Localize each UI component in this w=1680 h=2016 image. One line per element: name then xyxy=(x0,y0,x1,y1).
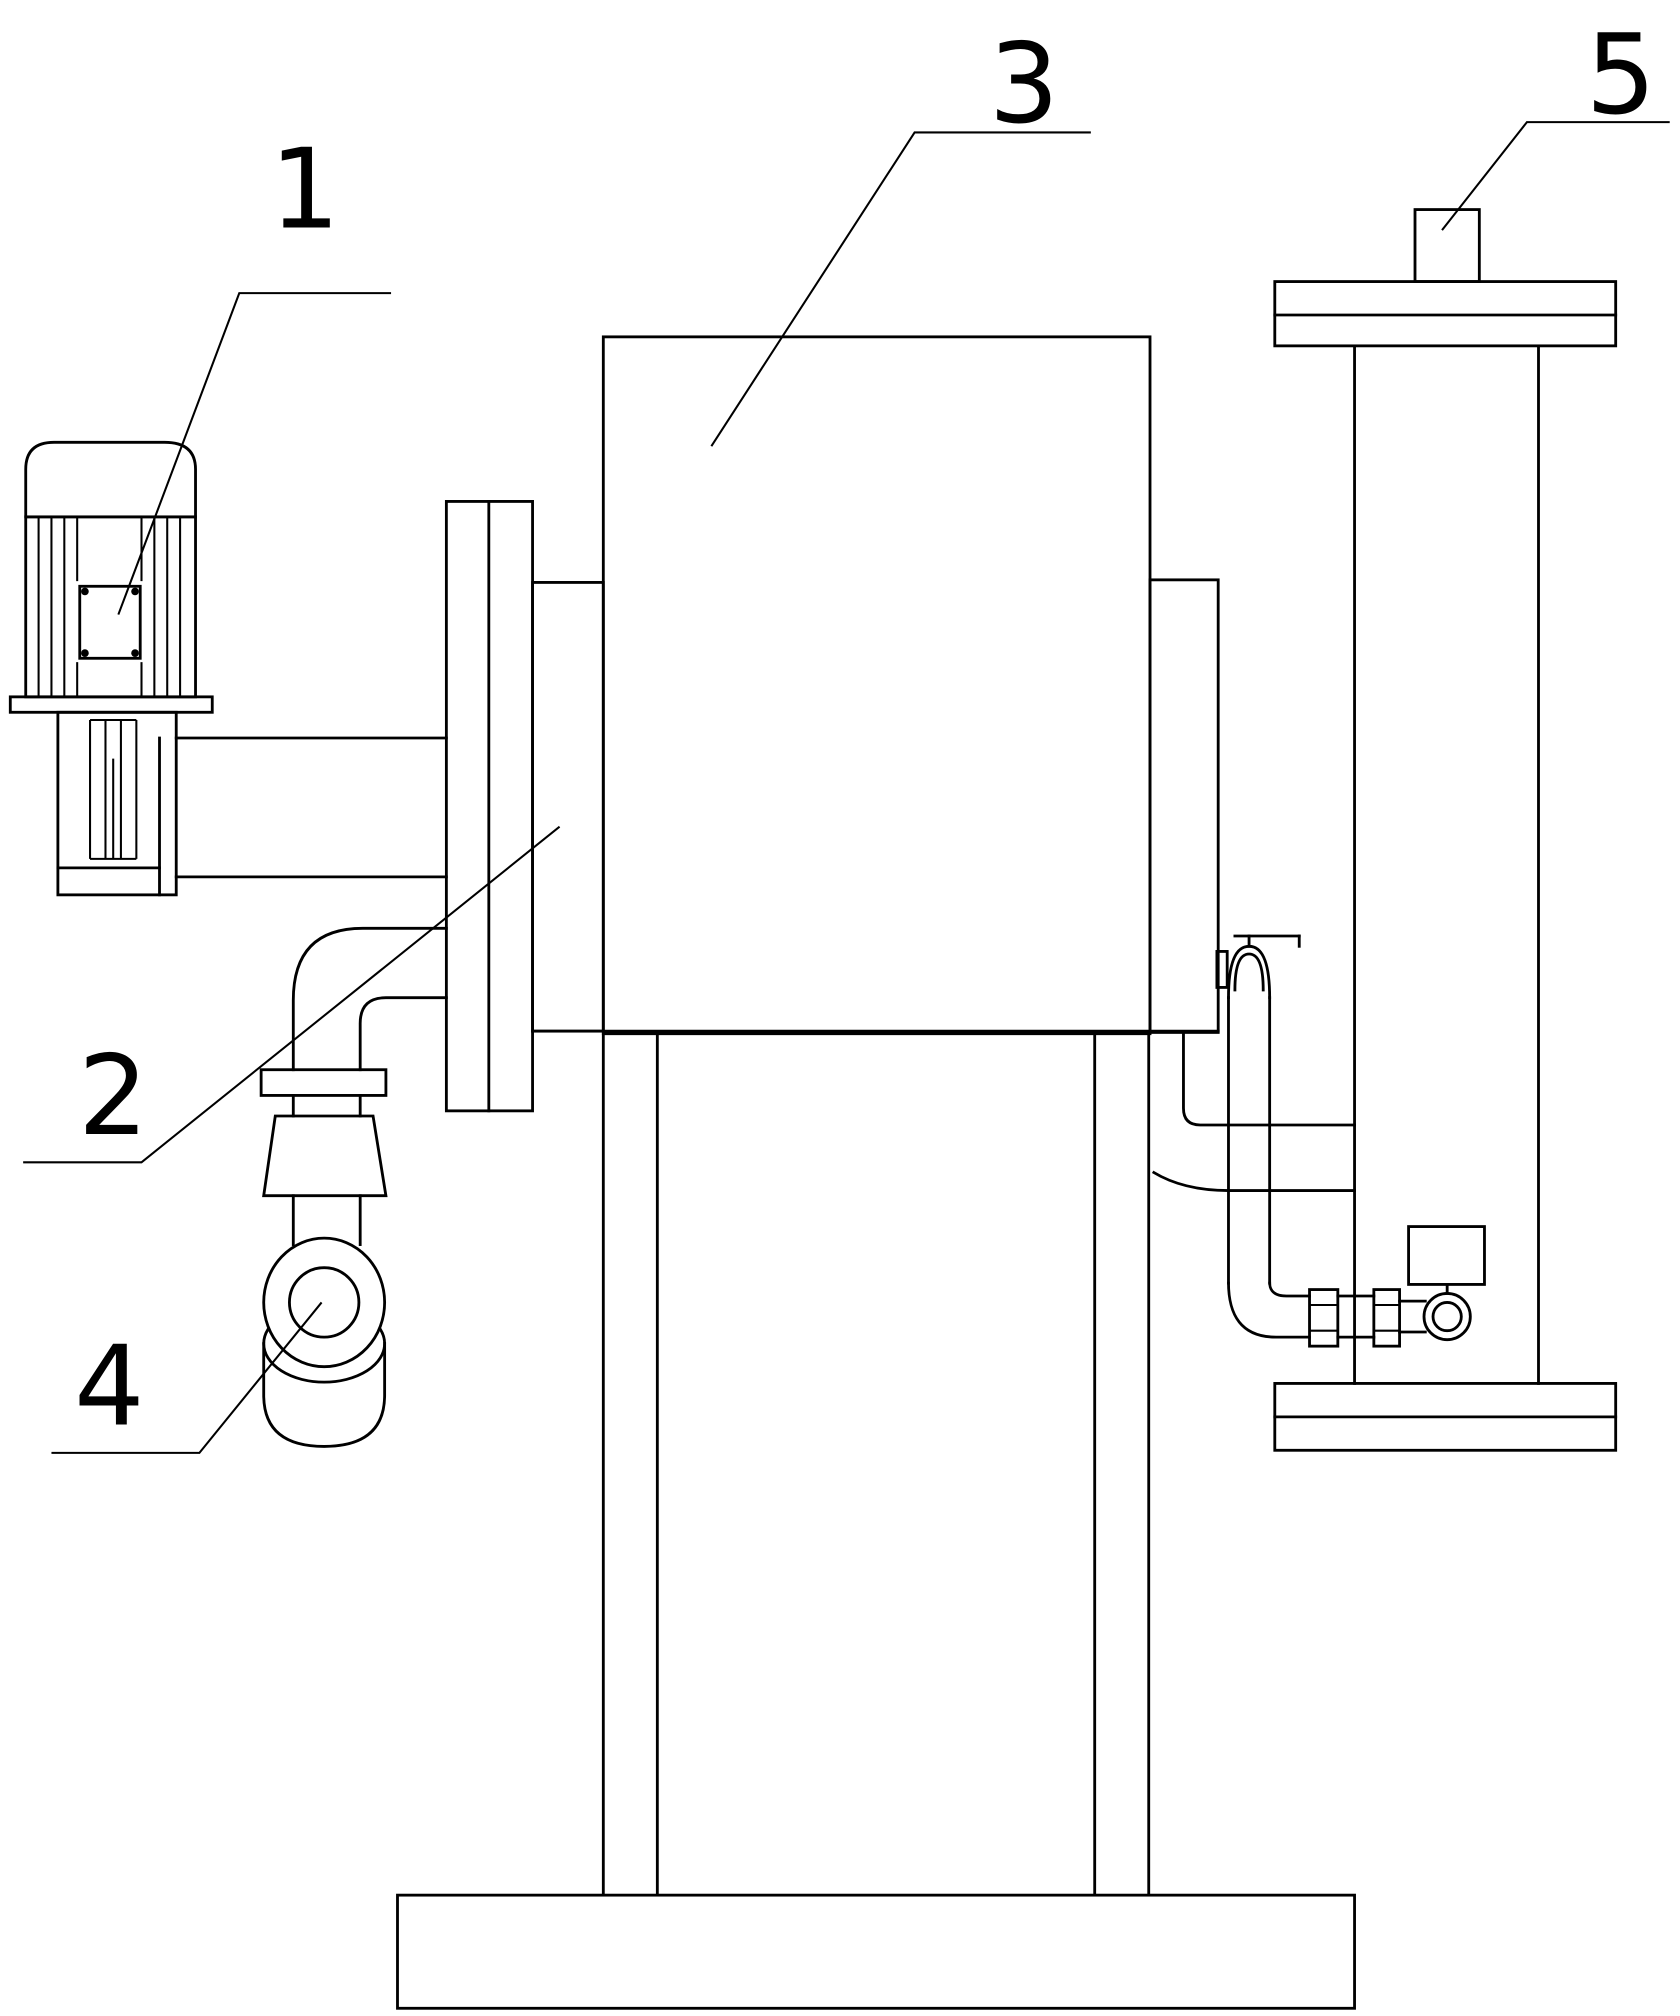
nameplate-bolt xyxy=(81,649,89,657)
callouts: 1 2 3 4 5 xyxy=(74,11,1656,1451)
callout-5: 5 xyxy=(1586,11,1656,140)
filter-column xyxy=(1273,208,1618,1452)
reducer-cone xyxy=(262,1114,388,1198)
valve-stub xyxy=(1215,950,1229,989)
nameplate-bolt xyxy=(81,587,89,596)
pump-inlet xyxy=(288,1266,361,1339)
base-frame xyxy=(396,1032,1356,2010)
pipe-union xyxy=(1372,1288,1401,1348)
drive-shaft xyxy=(174,736,448,879)
leader-4 xyxy=(51,1301,323,1454)
ball-valve xyxy=(1422,1292,1472,1342)
callout-2: 2 xyxy=(78,1032,148,1161)
leader-3 xyxy=(710,131,1091,447)
top-cap xyxy=(1413,208,1481,283)
motor xyxy=(8,440,214,897)
right-piping xyxy=(1151,934,1486,1348)
base-plate xyxy=(396,1893,1356,2010)
flange-plate xyxy=(444,500,534,1113)
outlet-pipe xyxy=(259,926,448,1246)
right-side-box xyxy=(1148,578,1220,1034)
pipe-union xyxy=(1308,1288,1340,1348)
main-tank-body xyxy=(601,335,1152,1036)
pump xyxy=(262,1236,387,1448)
nameplate-bolt xyxy=(131,649,139,657)
nameplate-bolt xyxy=(131,587,139,596)
gear-reducer xyxy=(56,710,178,897)
leader-2 xyxy=(23,825,561,1164)
main-tank xyxy=(531,335,1220,1036)
motor-mount-flange xyxy=(8,695,214,714)
leader-5 xyxy=(1441,121,1670,231)
control-box xyxy=(1407,1225,1486,1286)
motor-nameplate xyxy=(78,584,142,660)
pipe-flange xyxy=(259,1068,388,1097)
leader-lines xyxy=(23,121,1670,1454)
leader-1 xyxy=(117,292,392,615)
left-side-box xyxy=(531,581,605,1033)
callout-1: 1 xyxy=(270,126,340,255)
motor-fins xyxy=(37,516,182,697)
callout-4: 4 xyxy=(74,1323,144,1452)
callout-3: 3 xyxy=(989,20,1059,149)
